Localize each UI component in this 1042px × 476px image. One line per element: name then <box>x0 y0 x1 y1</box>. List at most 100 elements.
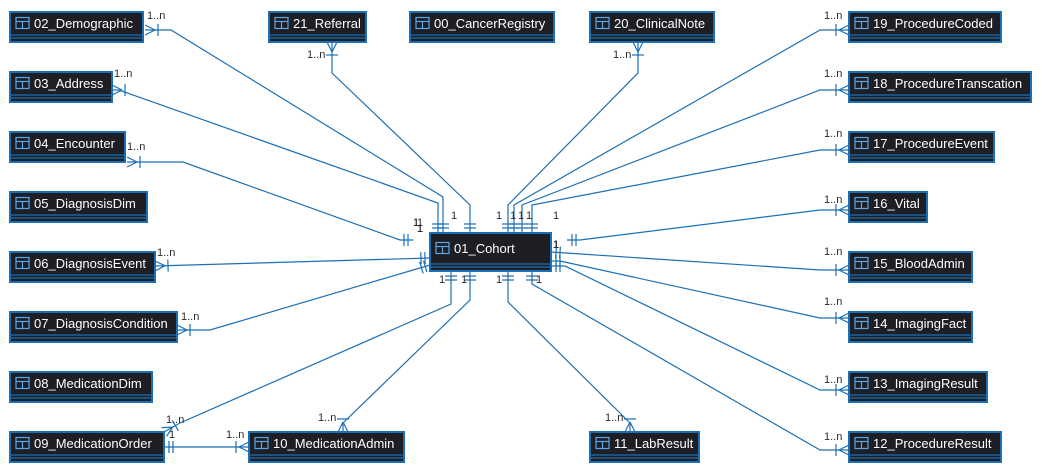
relationship-line <box>531 271 849 451</box>
entity-box <box>589 11 715 43</box>
entity-e01[interactable]: 01_Cohort <box>429 232 552 272</box>
entity-e08[interactable]: 08_MedicationDim <box>9 371 153 403</box>
entity-e13[interactable]: 13_ImagingResult <box>848 371 988 403</box>
entity-e07[interactable]: 07_DiagnosisCondition <box>9 311 178 343</box>
entity-box <box>9 251 156 283</box>
entity-e19[interactable]: 19_ProcedureCoded <box>848 11 1002 43</box>
entity-label: 17_ProcedureEvent <box>873 136 988 151</box>
cardinality-label: 1..n <box>226 429 244 441</box>
entity-box <box>848 251 973 283</box>
entity-boxes[interactable]: 02_Demographic 21_Referral 00_CancerRegist… <box>9 11 1032 463</box>
relationship-e01-e03: 1 1..n <box>111 68 444 233</box>
relationship-e01-e04: 1 1..n <box>126 141 423 246</box>
table-icon <box>15 376 30 390</box>
table-icon <box>435 241 450 255</box>
entity-box <box>429 232 552 272</box>
relationship-line <box>567 209 849 241</box>
cardinality-label: 1 <box>553 239 559 251</box>
entity-box <box>9 71 113 103</box>
cardinality-label: 1..n <box>318 412 336 424</box>
entity-e18[interactable]: 18_ProcedureTranscation <box>848 71 1032 103</box>
relationship-e01-e18: 1 1..n <box>516 68 850 233</box>
entity-e21[interactable]: 21_Referral <box>268 11 367 43</box>
table-icon <box>15 316 30 330</box>
cardinality-label: 1..n <box>824 68 842 80</box>
relationship-e01-e17: 1 1..n <box>526 128 850 233</box>
relationship-line <box>551 265 849 391</box>
relationship-line <box>163 271 452 433</box>
cardinality-label: 1..n <box>127 141 145 153</box>
entity-label: 13_ImagingResult <box>873 376 978 391</box>
entity-e04[interactable]: 04_Encounter <box>9 131 126 163</box>
relationship-e01-e16: 1 1..n <box>553 194 850 246</box>
entity-box <box>9 11 144 43</box>
cardinality-label: 1 <box>413 217 419 229</box>
entity-e11[interactable]: 11_LabResult <box>589 431 700 463</box>
entity-e15[interactable]: 15_BloodAdmin <box>848 251 973 283</box>
relationship-e01-e20: 1 1..n <box>496 41 644 233</box>
cardinality-label: 1 <box>413 217 419 229</box>
entity-box <box>9 191 148 223</box>
cardinality-label: 1 <box>526 210 532 222</box>
entity-e12[interactable]: 12_ProcedureResult <box>848 431 1002 463</box>
table-icon <box>854 76 869 90</box>
relationship-e01-e13: 1 1..n <box>551 239 850 396</box>
cardinality-label: 1 <box>496 274 502 286</box>
entity-e03[interactable]: 03_Address <box>9 71 113 103</box>
entity-e14[interactable]: 14_ImagingFact <box>848 311 973 343</box>
entity-label: 16_Vital <box>873 196 920 211</box>
table-icon <box>854 256 869 270</box>
entity-label: 18_ProcedureTranscation <box>873 76 1022 91</box>
entity-label: 00_CancerRegistry <box>434 16 546 31</box>
cardinality-label: 1..n <box>613 49 631 61</box>
table-icon <box>15 256 30 270</box>
entity-e17[interactable]: 17_ProcedureEvent <box>848 131 995 163</box>
relationship-e01-e11: 1 1..n <box>496 271 636 433</box>
entity-label: 20_ClinicalNote <box>614 16 705 31</box>
cardinality-label: 1..n <box>307 49 325 61</box>
relationship-line <box>513 29 849 233</box>
cardinality-label: 1..n <box>605 412 623 424</box>
entity-e06[interactable]: 06_DiagnosisEvent <box>9 251 156 283</box>
entity-e16[interactable]: 16_Vital <box>848 191 928 223</box>
table-icon <box>854 436 869 450</box>
entity-label: 06_DiagnosisEvent <box>34 256 146 271</box>
entity-e02[interactable]: 02_Demographic <box>9 11 144 43</box>
table-icon <box>15 436 30 450</box>
relationship-e01-e07: 11..n <box>176 223 431 336</box>
entity-box <box>848 311 973 343</box>
cardinality-label: 1..n <box>114 68 132 80</box>
entity-e09[interactable]: 09_MedicationOrder <box>9 431 165 463</box>
cardinality-label: 1..n <box>824 128 842 140</box>
relationship-e01-e10: 11..n <box>318 271 476 433</box>
table-icon <box>254 436 269 450</box>
table-icon <box>15 196 30 210</box>
entity-box <box>409 11 555 43</box>
relationship-line <box>154 257 431 267</box>
cardinality-label: 1..n <box>824 374 842 386</box>
entity-box <box>848 11 1002 43</box>
cardinality-label: 1..n <box>824 194 842 206</box>
cardinality-label: 1 <box>553 239 559 251</box>
cardinality-label: 1..n <box>181 311 199 323</box>
cardinality-label: 1 <box>553 210 559 222</box>
relationship-e01-e12: 11..n <box>526 271 850 456</box>
relationship-line <box>342 271 471 432</box>
entity-box <box>848 71 1032 103</box>
cardinality-label: 1 <box>169 429 175 441</box>
entity-e10[interactable]: 10_MedicationAdmin <box>248 431 405 463</box>
relationship-line <box>331 42 471 233</box>
entity-box <box>589 431 700 463</box>
table-icon <box>415 16 430 30</box>
entity-box <box>9 431 165 463</box>
table-icon <box>854 136 869 150</box>
entity-e20[interactable]: 20_ClinicalNote <box>589 11 715 43</box>
entity-e05[interactable]: 05_DiagnosisDim <box>9 191 148 223</box>
relationship-e01-e06: 11..n <box>154 223 431 272</box>
relationship-line <box>127 161 413 241</box>
entity-e00[interactable]: 00_CancerRegistry <box>409 11 555 43</box>
relationship-lines: 11..n11..n11..n11..n11..n11..n11..n11..n… <box>111 10 850 456</box>
relationship-e09-e10: 1 1..n <box>164 429 250 453</box>
table-icon <box>15 136 30 150</box>
